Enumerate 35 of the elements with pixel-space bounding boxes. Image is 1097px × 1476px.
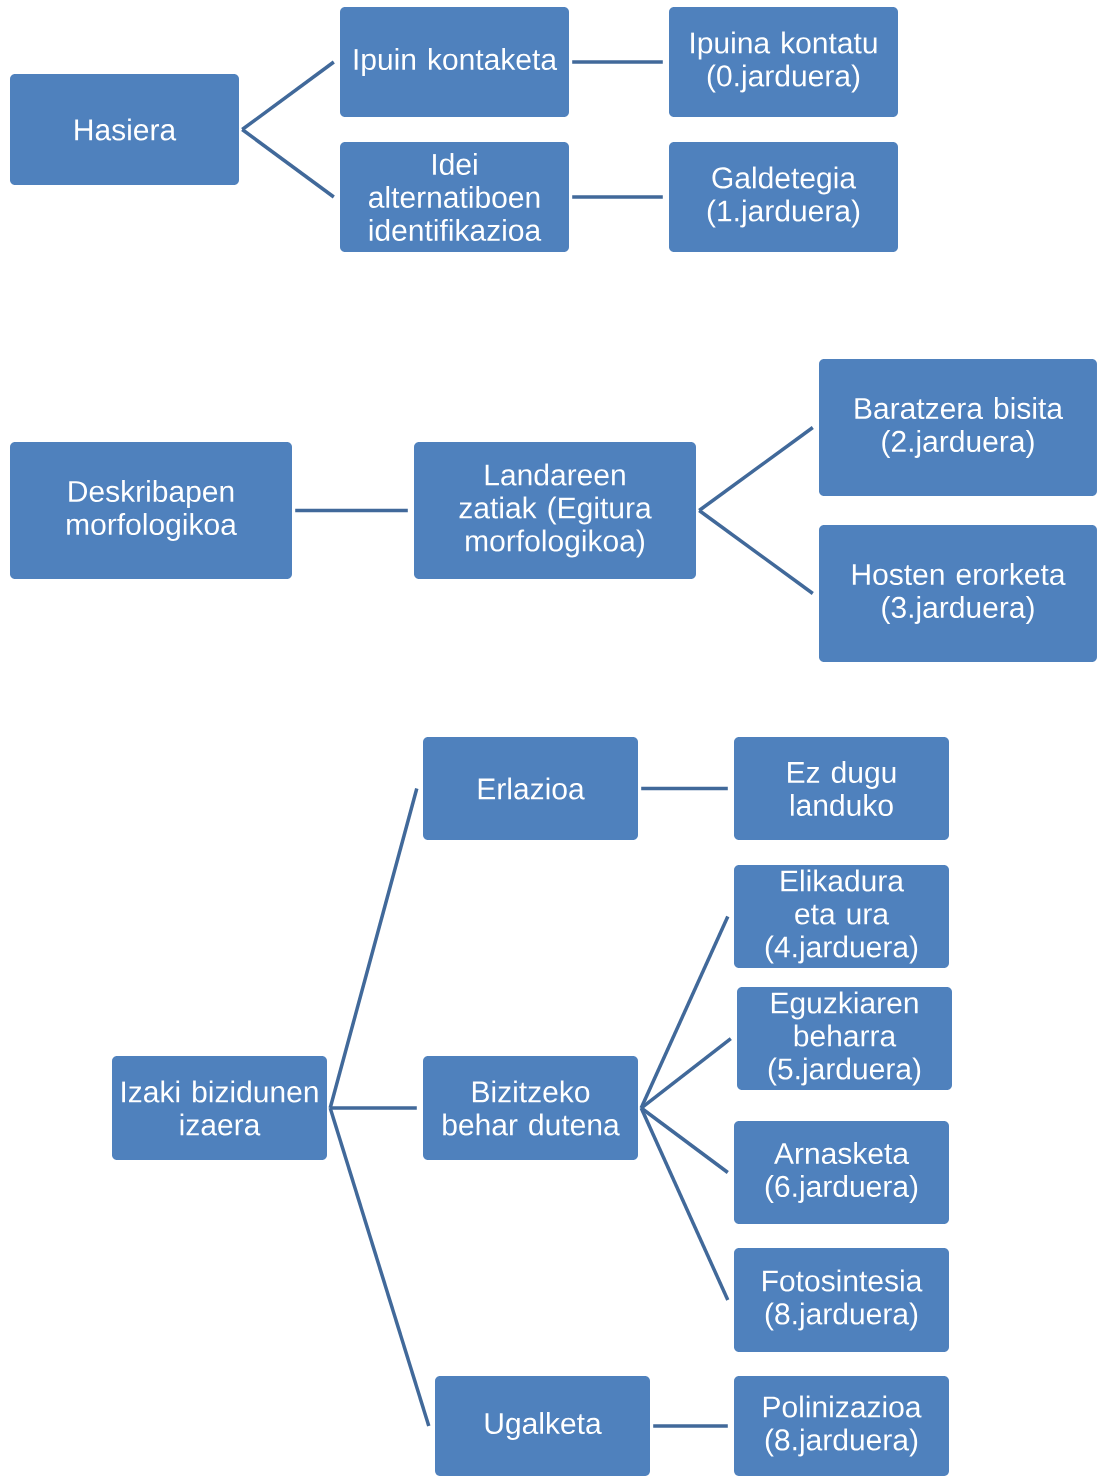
- process-box: Fotosintesia (8.jarduera): [734, 1248, 949, 1352]
- process-box: Bizitzeko behar dutena: [423, 1056, 638, 1160]
- connector-line: [241, 60, 335, 131]
- process-box: Deskribapen morfologikoa: [10, 442, 292, 579]
- connector-line: [641, 786, 728, 791]
- connector-line: [241, 128, 335, 199]
- process-box: Galdetegia (1.jarduera): [669, 142, 898, 252]
- connector-line: [639, 1107, 730, 1301]
- connector-line: [328, 1107, 431, 1427]
- connector-line: [640, 1106, 729, 1174]
- connector-line: [328, 788, 419, 1109]
- process-box: Ugalketa: [435, 1376, 650, 1476]
- process-box: Arnasketa (6.jarduera): [734, 1121, 949, 1224]
- connector-line: [698, 509, 814, 595]
- process-box: Erlazioa: [423, 737, 638, 840]
- connector-line: [640, 1037, 732, 1110]
- connector-line: [295, 508, 408, 513]
- process-box: Idei alternatiboen identifikazioa: [340, 142, 569, 252]
- process-box: Ipuin kontaketa: [340, 7, 569, 117]
- process-box: Hasiera: [10, 74, 239, 185]
- process-box: Ipuina kontatu (0.jarduera): [669, 7, 898, 117]
- process-box: Polinizazioa (8.jarduera): [734, 1376, 949, 1476]
- process-box: Elikadura eta ura (4.jarduera): [734, 865, 949, 968]
- process-box: Hosten erorketa (3.jarduera): [819, 525, 1097, 662]
- connector-line: [639, 915, 730, 1109]
- process-box: Landareen zatiak (Egitura morfologikoa): [414, 442, 696, 579]
- connector-line: [330, 1106, 417, 1110]
- process-box: Baratzera bisita (2.jarduera): [819, 359, 1097, 496]
- connector-line: [572, 60, 663, 64]
- connector-line: [698, 426, 814, 512]
- process-box: Eguzkiaren beharra (5.jarduera): [737, 987, 952, 1090]
- process-box: Ez dugu landuko: [734, 737, 949, 840]
- process-box: Izaki bizidunen izaera: [112, 1056, 327, 1160]
- connector-line: [653, 1424, 728, 1428]
- connector-line: [572, 195, 663, 199]
